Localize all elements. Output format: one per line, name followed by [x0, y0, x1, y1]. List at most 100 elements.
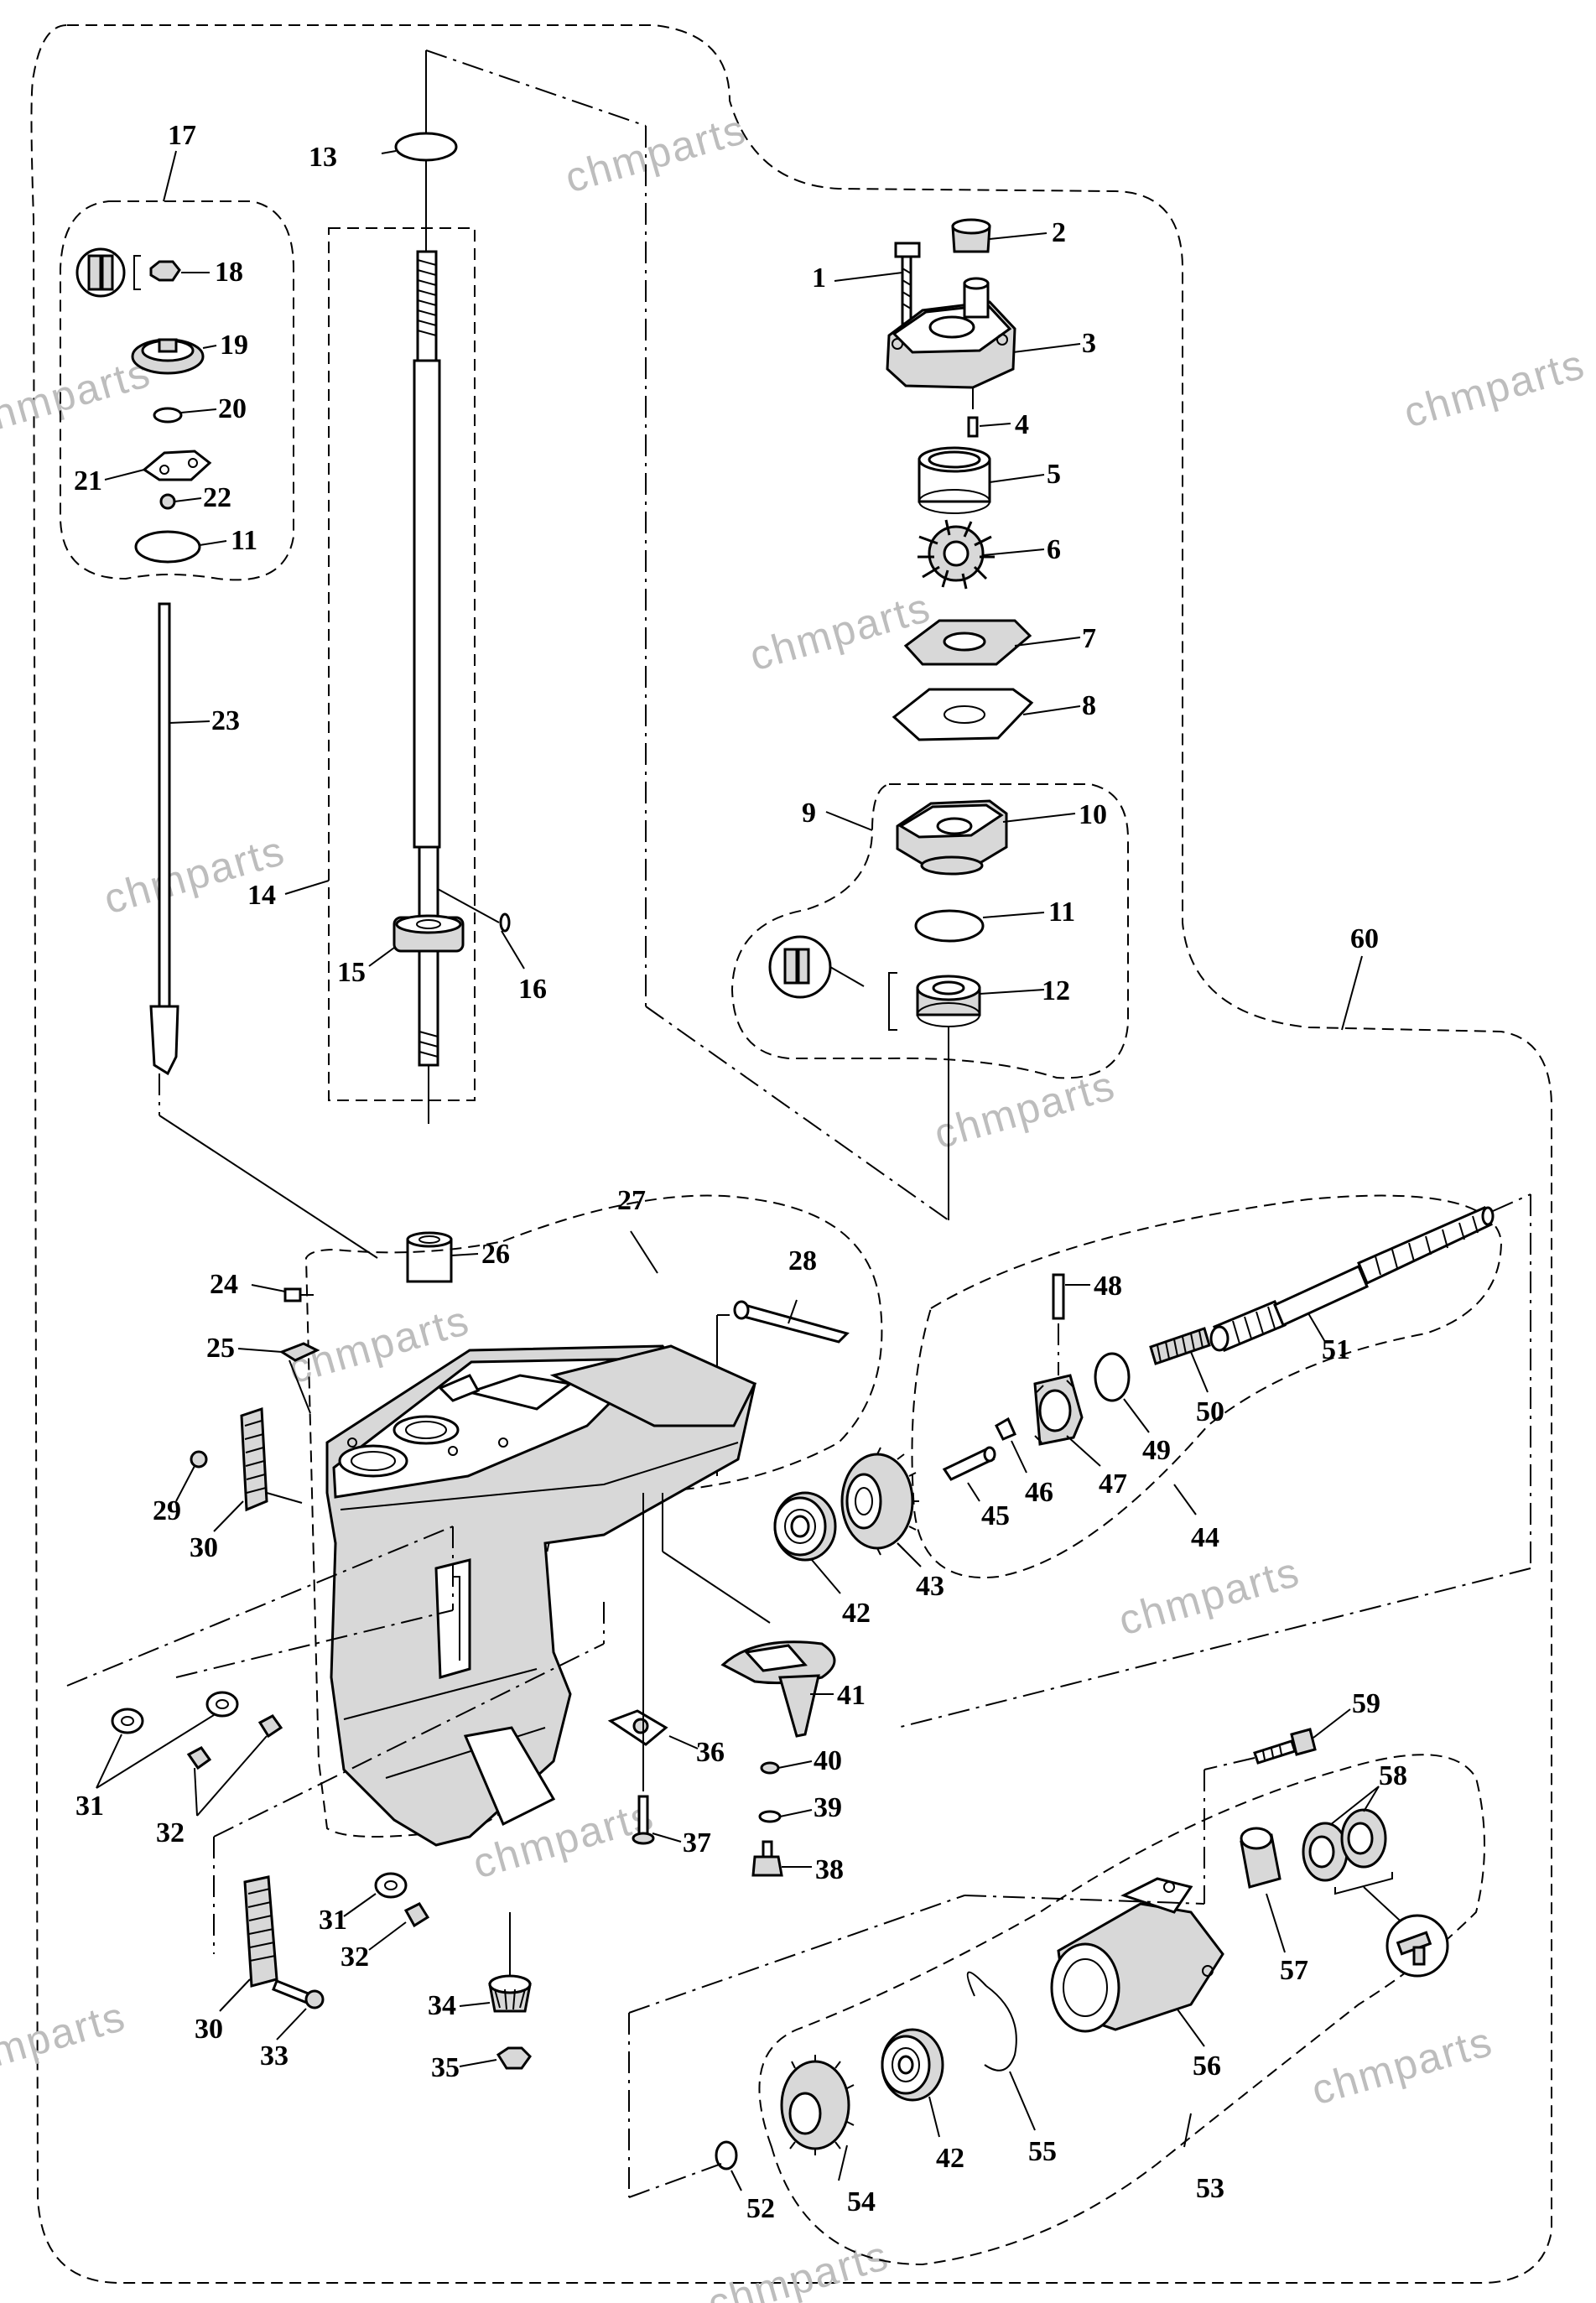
group-44-boundary: [911, 1194, 1503, 1578]
label-23: 23: [211, 705, 240, 736]
water-pump-base-10: [896, 799, 1076, 876]
label-19: 19: [220, 330, 248, 361]
pin-16: [499, 912, 511, 933]
label-21: 21: [74, 465, 102, 496]
oil-seal-12: [768, 935, 1045, 1220]
label-8: 8: [1082, 690, 1096, 721]
label-42-lower: 42: [936, 2143, 964, 2174]
label-4: 4: [1015, 409, 1029, 440]
watermark: chmparts: [1114, 1548, 1305, 1645]
label-7: 7: [1082, 623, 1096, 654]
label-49: 49: [1142, 1435, 1171, 1466]
label-47: 47: [1099, 1469, 1127, 1500]
group-9-boundary: [730, 783, 1129, 1079]
label-11-top: 11: [231, 525, 257, 556]
screw-32-lower: [403, 1902, 430, 1928]
watermark: chmparts: [0, 349, 156, 445]
label-25: 25: [206, 1333, 235, 1364]
label-32-left: 32: [156, 1817, 185, 1848]
label-54: 54: [847, 2186, 876, 2217]
pin-48: [1052, 1273, 1090, 1320]
label-35: 35: [431, 2052, 460, 2083]
label-1: 1: [812, 263, 826, 294]
watermark-layer: chmparts chmparts chmparts chmparts chmp…: [0, 106, 1590, 2303]
label-9: 9: [802, 798, 816, 829]
watermark: chmparts: [703, 2232, 894, 2303]
label-13: 13: [309, 142, 337, 173]
circlip-55: [966, 1971, 1036, 2131]
oil-seals-58: [1302, 1786, 1449, 1978]
group-14-boundary: [328, 227, 476, 1101]
label-42-upper: 42: [842, 1598, 871, 1629]
washer-31-lower: [374, 1872, 408, 1899]
label-40: 40: [814, 1745, 842, 1776]
washer-39: [758, 1810, 782, 1823]
watermark: chmparts: [745, 584, 936, 680]
needle-bearing-57: [1240, 1827, 1286, 1953]
label-51: 51: [1322, 1334, 1350, 1365]
label-5: 5: [1047, 459, 1061, 490]
spring-50: [1149, 1327, 1211, 1393]
washer-31: [96, 1691, 239, 1789]
label-28: 28: [788, 1245, 817, 1276]
label-11-pump: 11: [1048, 897, 1075, 928]
impeller-6: [918, 519, 1045, 590]
label-50: 50: [1196, 1396, 1224, 1427]
watermark: chmparts: [1399, 341, 1590, 437]
label-15: 15: [337, 957, 366, 988]
bearing-42-upper: [773, 1491, 841, 1594]
part-number-labels: 1 2 3 4 5 6 7 8 9 10 11 11 12 13 14 15 1…: [74, 120, 1407, 2224]
label-36: 36: [696, 1737, 725, 1768]
grommet-2: [951, 218, 1048, 253]
impeller-liner-5: [918, 446, 1045, 514]
label-24: 24: [210, 1269, 238, 1300]
gasket-8: [892, 688, 1081, 741]
screw-24: [251, 1284, 314, 1302]
label-27: 27: [617, 1185, 646, 1216]
trim-tab-plate-36: [607, 1709, 699, 1749]
label-58: 58: [1379, 1760, 1407, 1791]
drive-shaft: [413, 250, 500, 1124]
gear-housing: [325, 1344, 757, 1847]
nut-35: [459, 2046, 532, 2070]
label-2: 2: [1052, 217, 1066, 248]
bolt-1: [834, 242, 921, 344]
group-53-boundary: [758, 1754, 1485, 2266]
label-33: 33: [260, 2040, 289, 2072]
label-52: 52: [746, 2193, 775, 2224]
label-57: 57: [1280, 1955, 1308, 1986]
label-44: 44: [1191, 1522, 1219, 1553]
water-pump-housing-3: [886, 277, 1081, 415]
bearing-42-lower: [881, 2028, 944, 2138]
o-ring-52: [715, 2140, 738, 2170]
clutch-47: [1033, 1323, 1101, 1467]
shift-rod-23: [149, 602, 378, 1259]
circlip-13: [394, 132, 458, 162]
bolt-33: [272, 1979, 325, 2040]
label-39: 39: [814, 1792, 842, 1823]
label-56: 56: [1193, 2051, 1221, 2082]
label-48: 48: [1094, 1271, 1122, 1302]
label-29: 29: [153, 1495, 181, 1526]
screw-22: [159, 493, 202, 510]
watermark: chmparts: [929, 1062, 1120, 1158]
cross-pin-46: [995, 1417, 1027, 1474]
label-18: 18: [215, 257, 243, 288]
label-17: 17: [168, 120, 196, 151]
plate-21: [104, 450, 212, 481]
needle-bearing-26: [406, 1231, 479, 1283]
label-10: 10: [1079, 799, 1107, 830]
label-32-lower: 32: [341, 1942, 369, 1973]
watermark: chmparts: [560, 106, 751, 202]
label-16: 16: [518, 974, 547, 1005]
label-46: 46: [1025, 1477, 1053, 1508]
label-14: 14: [247, 880, 276, 911]
o-ring-11: [134, 530, 201, 564]
label-26: 26: [481, 1239, 510, 1270]
label-45: 45: [981, 1500, 1010, 1531]
label-20: 20: [218, 393, 247, 424]
anode-41: [720, 1640, 836, 1738]
label-3: 3: [1082, 328, 1096, 359]
label-31-lower: 31: [319, 1905, 347, 1936]
